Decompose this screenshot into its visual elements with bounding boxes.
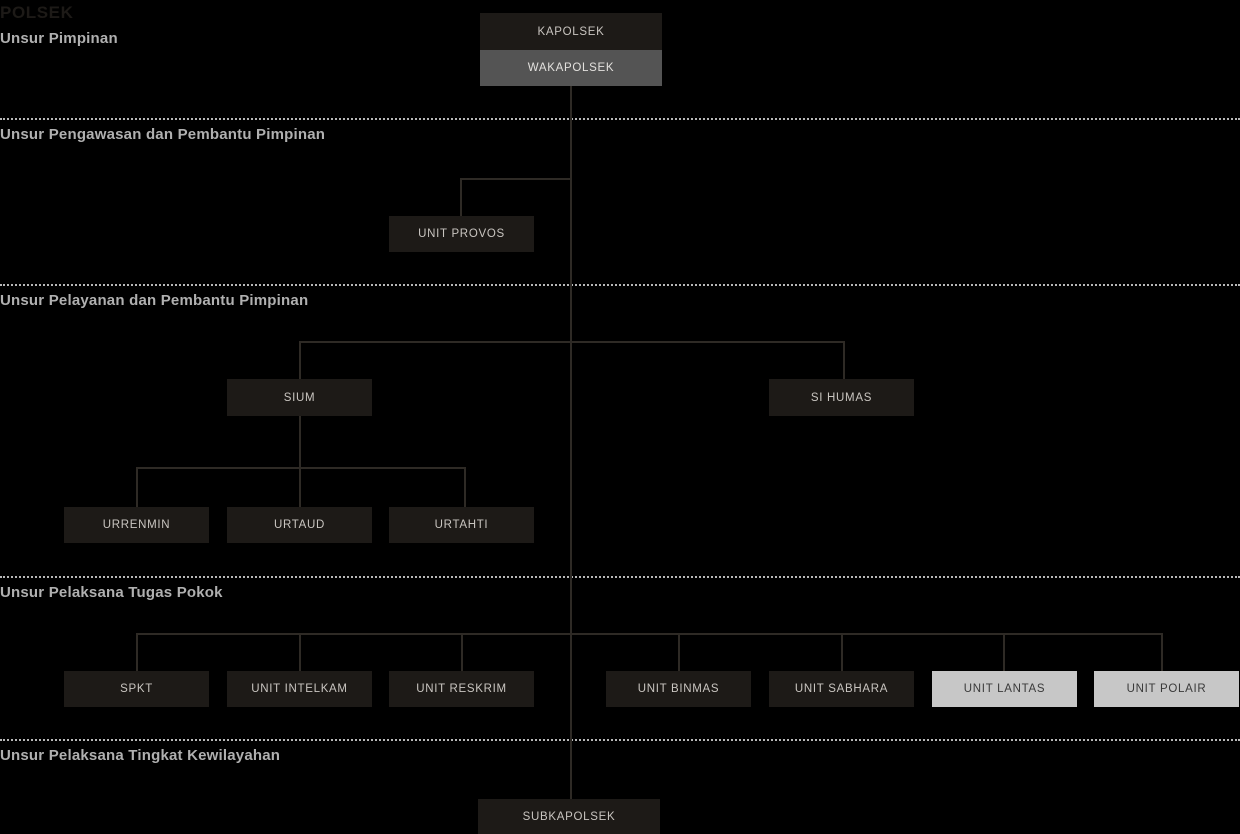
connector-provos-drop bbox=[460, 178, 462, 216]
page-title: POLSEK bbox=[0, 3, 74, 22]
node-unit-binmas-label: UNIT BINMAS bbox=[637, 683, 720, 695]
connector-polair-drop bbox=[1161, 633, 1163, 671]
node-unit-lantas[interactable]: UNIT LANTAS bbox=[932, 671, 1077, 707]
node-wakapolsek-label: WAKAPOLSEK bbox=[527, 62, 615, 74]
node-urtahti[interactable]: URTAHTI bbox=[389, 507, 534, 543]
connector-sium-children-horizontal bbox=[136, 467, 466, 469]
node-spkt[interactable]: SPKT bbox=[64, 671, 209, 707]
section-label-unsur-pelaksana-kewilayahan: Unsur Pelaksana Tingkat Kewilayahan bbox=[0, 747, 281, 764]
section-label-unsur-pelayanan: Unsur Pelayanan dan Pembantu Pimpinan bbox=[0, 292, 309, 309]
connector-urtahti-drop bbox=[464, 467, 466, 507]
connector-provos-horizontal bbox=[460, 178, 572, 180]
connector-intelkam-drop bbox=[299, 633, 301, 671]
node-kapolsek-label: KAPOLSEK bbox=[537, 25, 605, 38]
node-sium-label: SIUM bbox=[283, 391, 316, 404]
node-urrenmin[interactable]: URRENMIN bbox=[64, 507, 209, 543]
node-urtaud[interactable]: URTAUD bbox=[227, 507, 372, 543]
divider-pelayanan bbox=[0, 284, 1240, 286]
node-unit-binmas[interactable]: UNIT BINMAS bbox=[606, 671, 751, 707]
section-label-unsur-pimpinan: Unsur Pimpinan bbox=[0, 30, 118, 47]
connector-sium-stem bbox=[299, 416, 301, 468]
connector-sihumas-drop bbox=[843, 341, 845, 379]
node-unit-intelkam[interactable]: UNIT INTELKAM bbox=[227, 671, 372, 707]
node-spkt-label: SPKT bbox=[120, 683, 153, 695]
connector-pelaksana-horizontal bbox=[136, 633, 1162, 635]
connector-reskrim-drop bbox=[461, 633, 463, 671]
connector-urrenmin-drop bbox=[136, 467, 138, 507]
node-wakapolsek[interactable]: WAKAPOLSEK bbox=[480, 50, 662, 86]
node-si-humas[interactable]: SI HUMAS bbox=[769, 379, 914, 416]
connector-spkt-drop bbox=[136, 633, 138, 671]
node-kapolsek[interactable]: KAPOLSEK bbox=[480, 13, 662, 50]
connector-binmas-drop bbox=[678, 633, 680, 671]
node-unit-polair[interactable]: UNIT POLAIR bbox=[1094, 671, 1239, 707]
node-unit-sabhara[interactable]: UNIT SABHARA bbox=[769, 671, 914, 707]
node-unit-reskrim-label: UNIT RESKRIM bbox=[416, 683, 507, 695]
section-label-unsur-pelaksana-tugas-pokok: Unsur Pelaksana Tugas Pokok bbox=[0, 584, 223, 601]
divider-pengawasan bbox=[0, 118, 1240, 120]
connector-pelayanan-horizontal bbox=[299, 341, 845, 343]
node-unit-sabhara-label: UNIT SABHARA bbox=[794, 683, 889, 695]
connector-lantas-drop bbox=[1003, 633, 1005, 671]
connector-sium-drop bbox=[299, 341, 301, 379]
divider-pelaksana-tugas bbox=[0, 576, 1240, 578]
node-unit-intelkam-label: UNIT INTELKAM bbox=[251, 683, 348, 695]
section-label-unsur-pengawasan: Unsur Pengawasan dan Pembantu Pimpinan bbox=[0, 126, 326, 143]
node-subkapolsek[interactable]: SUBKAPOLSEK bbox=[478, 799, 660, 834]
node-urrenmin-label: URRENMIN bbox=[102, 519, 171, 531]
node-unit-provos[interactable]: UNIT PROVOS bbox=[389, 216, 534, 252]
trunk-line-main bbox=[570, 86, 572, 800]
connector-sabhara-drop bbox=[841, 633, 843, 671]
node-unit-polair-label: UNIT POLAIR bbox=[1126, 683, 1207, 695]
node-unit-lantas-label: UNIT LANTAS bbox=[963, 683, 1046, 695]
node-si-humas-label: SI HUMAS bbox=[810, 391, 873, 404]
connector-urtaud-drop bbox=[299, 467, 301, 507]
node-unit-provos-label: UNIT PROVOS bbox=[418, 228, 505, 240]
node-urtahti-label: URTAHTI bbox=[434, 519, 489, 531]
divider-kewilayahan bbox=[0, 739, 1240, 741]
node-subkapolsek-label: SUBKAPOLSEK bbox=[522, 810, 616, 823]
node-unit-reskrim[interactable]: UNIT RESKRIM bbox=[389, 671, 534, 707]
node-sium[interactable]: SIUM bbox=[227, 379, 372, 416]
node-urtaud-label: URTAUD bbox=[273, 519, 326, 531]
